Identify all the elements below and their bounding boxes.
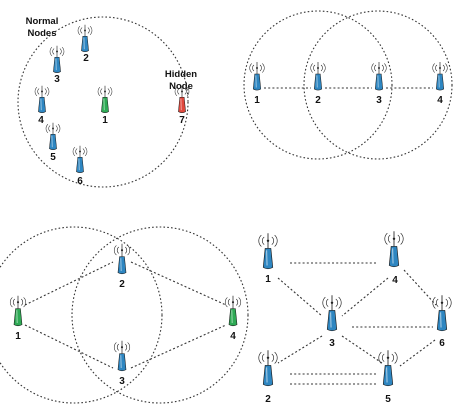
node-a1 bbox=[97, 85, 113, 113]
node-c4-label: 4 bbox=[230, 331, 236, 342]
node-d5-label: 5 bbox=[385, 394, 391, 405]
caption-hidden-line2: Node bbox=[169, 81, 193, 92]
link-1-3 bbox=[277, 277, 323, 317]
node-b2 bbox=[310, 62, 326, 91]
node-b4-label: 4 bbox=[437, 95, 443, 106]
node-a4-label: 4 bbox=[38, 115, 44, 126]
link-3-4 bbox=[130, 324, 227, 369]
node-b1 bbox=[249, 62, 265, 91]
link-3-2 bbox=[277, 335, 323, 364]
panel-mesh: 1 4 3 6 2 5 bbox=[258, 231, 452, 405]
node-b3 bbox=[371, 62, 387, 91]
node-a7-label: 7 bbox=[179, 115, 185, 126]
node-d6 bbox=[432, 295, 452, 332]
node-d1 bbox=[258, 233, 278, 270]
node-c3 bbox=[113, 340, 131, 372]
range-circle bbox=[17, 16, 189, 188]
node-d5 bbox=[378, 350, 398, 387]
node-c3-label: 3 bbox=[119, 376, 125, 387]
node-a2 bbox=[77, 24, 93, 52]
range-circle-left bbox=[0, 226, 163, 404]
link-4-3 bbox=[341, 277, 389, 317]
node-d2 bbox=[258, 350, 278, 387]
node-d3-label: 3 bbox=[329, 338, 335, 349]
node-c2 bbox=[113, 243, 131, 275]
panel-overlap-diamond: 1 2 3 4 bbox=[0, 226, 249, 404]
node-c1-label: 1 bbox=[15, 331, 21, 342]
node-a6-label: 6 bbox=[77, 176, 83, 187]
node-b2-label: 2 bbox=[315, 95, 321, 106]
link-1-2 bbox=[24, 261, 114, 306]
range-circle-left bbox=[243, 10, 393, 160]
node-a5-label: 5 bbox=[50, 152, 56, 163]
node-d4-label: 4 bbox=[392, 275, 398, 286]
caption-normal-line2: Nodes bbox=[27, 28, 56, 39]
node-a7-hidden bbox=[174, 85, 190, 113]
node-a6 bbox=[72, 145, 88, 173]
node-d3 bbox=[322, 295, 342, 332]
range-circle-right bbox=[71, 226, 249, 404]
node-a3-label: 3 bbox=[54, 74, 60, 85]
node-a2-label: 2 bbox=[83, 53, 89, 64]
panel-two-hop-chain: 1 2 3 4 bbox=[243, 10, 453, 160]
node-d1-label: 1 bbox=[265, 274, 271, 285]
link-6-5 bbox=[399, 339, 436, 367]
node-c2-label: 2 bbox=[119, 279, 125, 290]
node-a1-label: 1 bbox=[102, 115, 108, 126]
panel-hidden-node: Normal Nodes Hidden Node 2 3 4 1 5 6 7 bbox=[17, 16, 197, 188]
link-2-4 bbox=[130, 261, 227, 306]
node-d6-label: 6 bbox=[439, 338, 445, 349]
link-4-6 bbox=[403, 269, 437, 306]
range-circle-right bbox=[303, 10, 453, 160]
caption-hidden-line1: Hidden bbox=[165, 69, 197, 80]
caption-normal-line1: Normal bbox=[26, 16, 59, 27]
link-1-3 bbox=[24, 324, 114, 369]
node-b3-label: 3 bbox=[376, 95, 382, 106]
node-d2-label: 2 bbox=[265, 394, 271, 405]
node-a4 bbox=[34, 85, 50, 113]
node-b1-label: 1 bbox=[254, 95, 260, 106]
node-c4 bbox=[224, 295, 242, 327]
link-3-5 bbox=[341, 335, 383, 364]
node-a3 bbox=[49, 45, 65, 73]
node-a5 bbox=[45, 122, 61, 150]
node-d4 bbox=[384, 231, 404, 268]
node-c1 bbox=[9, 295, 27, 327]
node-b4 bbox=[432, 62, 448, 91]
